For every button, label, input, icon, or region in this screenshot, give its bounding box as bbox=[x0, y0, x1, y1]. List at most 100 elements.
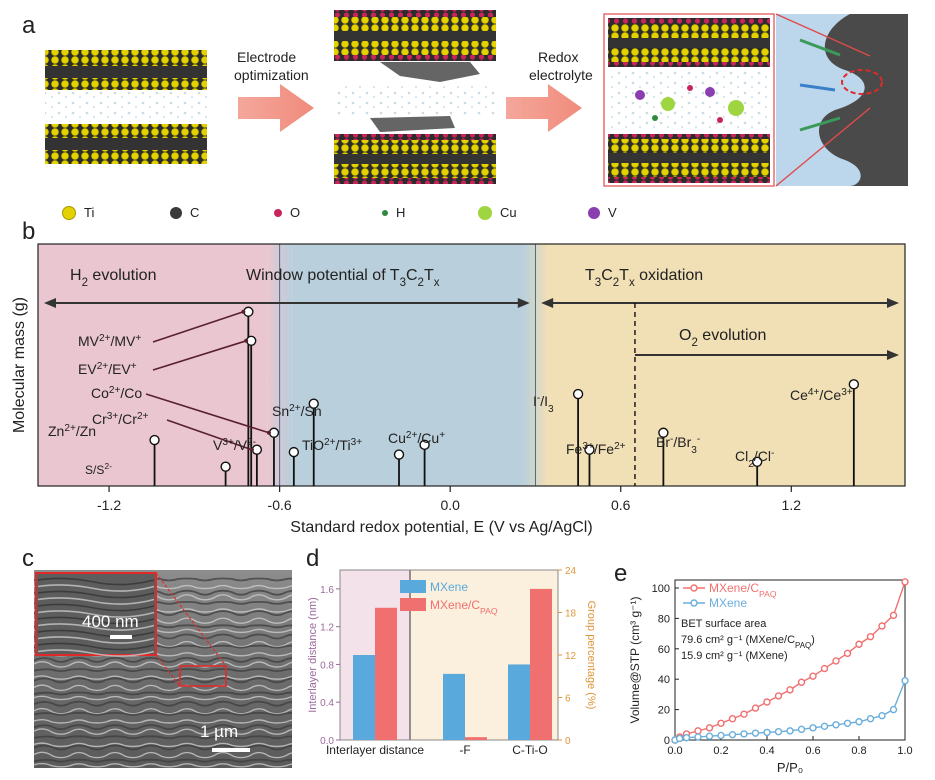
sem-image: 400 nm 1 µm bbox=[34, 570, 292, 768]
v-atom-icon bbox=[588, 206, 600, 219]
bar-mxene-cpaq-2 bbox=[530, 588, 552, 740]
y-tick-label-left: 1.6 bbox=[320, 585, 334, 596]
mxene-stack-paq bbox=[334, 10, 496, 184]
region-h2-evolution bbox=[38, 244, 268, 486]
series-point-1 bbox=[901, 677, 909, 685]
series-point-1 bbox=[728, 730, 737, 739]
sem-inset-line bbox=[37, 616, 155, 625]
label-pointer bbox=[152, 311, 244, 343]
inset-scale-label: 400 nm bbox=[82, 612, 139, 631]
series-point-1 bbox=[889, 705, 898, 714]
label-pointer bbox=[145, 393, 270, 434]
series-point-1 bbox=[705, 732, 714, 740]
x-tick-label: 0.6 bbox=[805, 745, 820, 757]
c-atom-icon bbox=[170, 206, 182, 219]
sem-inset-line bbox=[37, 597, 155, 605]
redox-point-v3-v2-: V3+/V2- bbox=[213, 437, 300, 486]
redox-point-co2-co: Co2+/Co bbox=[91, 385, 280, 486]
legend-c: C bbox=[170, 205, 199, 220]
sem-texture bbox=[34, 570, 292, 768]
arrow-o2-head bbox=[887, 350, 899, 360]
sem-layer-line bbox=[34, 751, 292, 759]
sem-inset-line bbox=[37, 590, 155, 599]
sem-layer-line bbox=[34, 661, 292, 668]
series-point-0 bbox=[832, 657, 840, 665]
series-point-0 bbox=[797, 678, 806, 686]
y-tick-label: 0 bbox=[664, 735, 670, 747]
series-point-1 bbox=[774, 727, 783, 736]
x-tick-label: 1.0 bbox=[897, 745, 912, 757]
series-point-1 bbox=[694, 733, 702, 741]
y-tick-label: 100 bbox=[652, 583, 670, 595]
redox-label: MV2+/MV+ bbox=[78, 333, 141, 350]
region-label-window: Window potential of T3C2Tx bbox=[246, 267, 440, 289]
panel-b-letter: b bbox=[22, 218, 36, 245]
arrow-redox-electrolyte bbox=[506, 84, 582, 132]
arrow2-label-2: electrolyte bbox=[529, 67, 593, 83]
series-point-1 bbox=[675, 734, 684, 743]
redox-marker bbox=[584, 444, 595, 455]
bar-mxene-1 bbox=[443, 673, 465, 740]
y-tick-label: 40 bbox=[658, 674, 670, 686]
y-tick-label-left: 0.4 bbox=[320, 698, 334, 709]
redox-point-ce4-ce3-: Ce4+/Ce3+ bbox=[790, 379, 860, 486]
redox-label: EV2+/EV+ bbox=[78, 361, 137, 378]
series-point-1 bbox=[809, 724, 817, 732]
x-axis-label: P/P₀ bbox=[777, 760, 803, 775]
x-tick-label: 0.6 bbox=[611, 497, 631, 513]
series-point-0 bbox=[786, 686, 794, 694]
redox-label: V3+/V2- bbox=[213, 437, 256, 454]
arrow1-label-2: optimization bbox=[234, 67, 309, 83]
sem-inset-line bbox=[37, 623, 155, 631]
redox-point-tio2-ti3-: TiO2+/Ti3+ bbox=[302, 437, 405, 486]
legend-o: O bbox=[274, 205, 300, 220]
arrow-electrode-optimization bbox=[238, 84, 314, 132]
y-tick-label-right: 6 bbox=[565, 694, 571, 705]
series-point-0 bbox=[843, 649, 852, 658]
redox-point-i-i3-: I-/I3 bbox=[533, 388, 584, 486]
sem-layer-line bbox=[34, 684, 292, 692]
y-tick-label: 20 bbox=[658, 705, 670, 717]
o-atom-icon bbox=[274, 208, 282, 217]
x-tick-label: 0.0 bbox=[667, 745, 682, 757]
redox-marker bbox=[572, 388, 584, 400]
arrow2-label-1: Redox bbox=[538, 49, 578, 65]
label-pointer-head bbox=[266, 430, 271, 435]
series-point-1 bbox=[797, 725, 806, 734]
plot-frame bbox=[37, 243, 906, 487]
sem-layer-line bbox=[34, 735, 292, 740]
redox-marker bbox=[419, 439, 430, 451]
sem-layer-line bbox=[34, 762, 292, 768]
sem-inset-line bbox=[37, 610, 155, 618]
x-tick-label: 0.2 bbox=[713, 745, 728, 757]
redox-label: Cr3+/Cr2+ bbox=[92, 411, 149, 428]
series-point-1 bbox=[878, 711, 886, 720]
bar-mxene-2 bbox=[508, 664, 530, 740]
redox-marker bbox=[393, 449, 405, 460]
x-tick-label: 0.0 bbox=[440, 497, 460, 513]
redox-point-cl2-cl-: Cl2/Cl- bbox=[735, 448, 774, 486]
region-label-o2: O2 evolution bbox=[679, 327, 766, 349]
redox-marker bbox=[848, 379, 860, 390]
y-tick-label: 60 bbox=[658, 644, 670, 656]
series-point-0 bbox=[901, 578, 909, 586]
series-point-0 bbox=[774, 692, 783, 700]
redox-label: I-/I3 bbox=[533, 393, 554, 415]
redox-point-ev2-ev-: EV2+/EV+ bbox=[78, 335, 257, 486]
series-point-1 bbox=[866, 715, 875, 723]
y-tick-label-right: 0 bbox=[565, 736, 571, 747]
sem-layer-line bbox=[34, 657, 292, 663]
redox-point-cr3-cr2-: Cr3+/Cr2+ bbox=[92, 411, 263, 486]
series-point-1 bbox=[751, 729, 760, 737]
sem-layer-line bbox=[34, 728, 292, 735]
sem-inset-line bbox=[37, 584, 155, 592]
x-tick-label: 0.4 bbox=[759, 745, 774, 757]
redox-label: S/S2- bbox=[85, 461, 112, 477]
sem-inset-line bbox=[37, 649, 155, 657]
region-label-h2: H2 evolution bbox=[70, 267, 156, 289]
y-tick-label-right: 18 bbox=[565, 609, 577, 620]
label-pointer-head bbox=[244, 338, 249, 343]
series-point-1 bbox=[786, 727, 794, 735]
y-axis-label-left: Interlayer distance (nm) bbox=[307, 597, 319, 713]
